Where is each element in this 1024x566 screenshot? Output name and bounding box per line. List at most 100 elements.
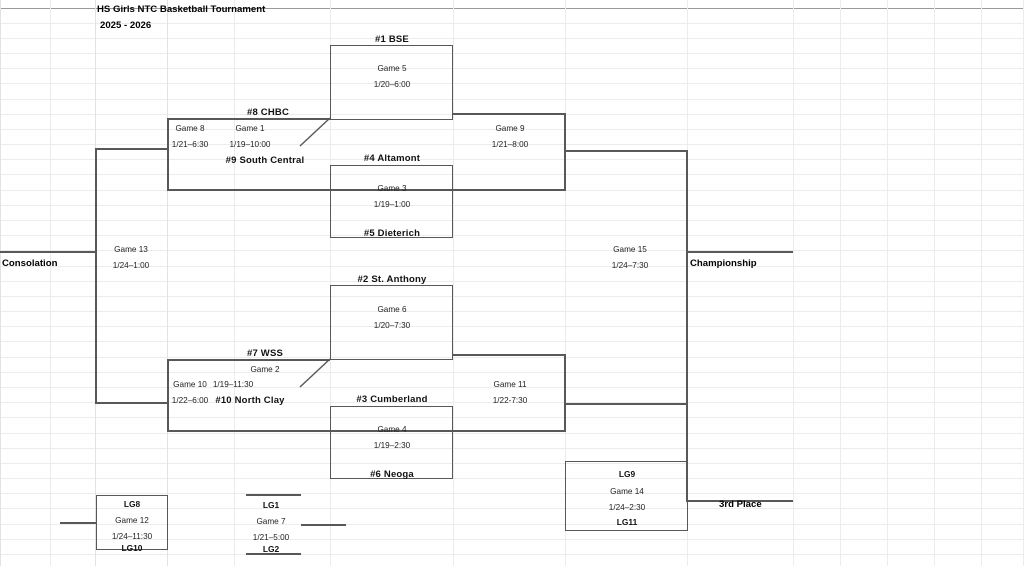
- game-12-time: 1/24–11:30: [111, 532, 153, 541]
- team-seed-8: #8 CHBC: [246, 107, 290, 118]
- game-15-name: Game 15: [613, 245, 647, 254]
- game-13-time: 1/24–1:00: [112, 261, 150, 270]
- lg2-underline: [246, 553, 301, 555]
- grid-column-line: [981, 0, 982, 566]
- team-seed-4: #4 Altamont: [363, 153, 421, 164]
- grid-row-line: [0, 296, 1024, 297]
- team-lg1: LG1: [262, 500, 280, 510]
- grid-row-line: [0, 463, 1024, 464]
- game-2-bracket-bottom: [167, 430, 453, 432]
- game-1-bracket-left: [167, 118, 169, 190]
- grid-row-line: [0, 174, 1024, 175]
- grid-row-line: [0, 524, 1024, 525]
- grid-row-line: [0, 493, 1024, 494]
- grid-row-line: [0, 387, 1024, 388]
- game-7-winner-stem: [301, 524, 346, 526]
- grid-row-line: [0, 99, 1024, 100]
- grid-row-line: [0, 372, 1024, 373]
- team-seed-10: #10 North Clay: [215, 395, 285, 406]
- championship-label: Championship: [690, 258, 757, 269]
- game-11-bracket-right: [564, 354, 566, 432]
- grid-column-line: [0, 0, 1, 566]
- grid-row-line: [0, 159, 1024, 160]
- grid-row-line: [0, 83, 1024, 84]
- grid-row-line: [0, 68, 1024, 69]
- team-seed-6: #6 Neoga: [370, 469, 414, 480]
- grid-column-line: [840, 0, 841, 566]
- grid-column-line: [793, 0, 794, 566]
- grid-column-line: [330, 0, 331, 566]
- third-place-stem: [688, 500, 793, 502]
- grid-row-line: [0, 311, 1024, 312]
- game-10-name: Game 10: [173, 380, 207, 389]
- game-1-name: Game 1: [235, 124, 265, 133]
- team-lg10: LG10: [121, 543, 143, 553]
- grid-row-line: [0, 235, 1024, 236]
- game-9-name: Game 9: [495, 124, 525, 133]
- grid-row-line: [0, 53, 1024, 54]
- grid-column-line: [234, 0, 235, 566]
- game-2-bracket-left: [167, 359, 169, 431]
- lg1-underline: [246, 494, 301, 496]
- game-6-box: [330, 285, 453, 360]
- game-7-time: 1/21–5:00: [252, 533, 290, 542]
- grid-column-line: [453, 0, 454, 566]
- game-3-box: [330, 165, 453, 238]
- team-seed-7: #7 WSS: [246, 348, 284, 359]
- game-6-name: Game 6: [377, 305, 407, 314]
- game-4-time: 1/19–2:30: [373, 441, 411, 450]
- consolation-label: Consolation: [2, 258, 58, 269]
- team-seed-3: #3 Cumberland: [356, 394, 428, 405]
- team-lg8: LG8: [123, 499, 141, 509]
- grid-row-line: [0, 448, 1024, 449]
- team-seed-5: #5 Dieterich: [363, 228, 421, 239]
- game-13-name: Game 13: [114, 245, 148, 254]
- game-7-name: Game 7: [256, 517, 286, 526]
- grid-row-line: [0, 281, 1024, 282]
- grid-column-line: [565, 0, 566, 566]
- consolation-stem: [0, 251, 96, 253]
- grid-row-line: [0, 220, 1024, 221]
- team-seed-2: #2 St. Anthony: [357, 274, 427, 285]
- grid-row-line: [0, 357, 1024, 358]
- championship-stem: [686, 251, 793, 253]
- team-seed-1: #1 BSE: [375, 34, 409, 45]
- game-9-bracket-bottom: [453, 189, 565, 191]
- championship-bracket-bottom: [564, 403, 687, 405]
- championship-bracket-top: [564, 150, 687, 152]
- grid-row-line: [0, 205, 1024, 206]
- game-4-name: Game 4: [377, 425, 407, 434]
- game-1-bracket-top: [167, 118, 330, 120]
- season-subtitle: 2025 - 2026: [100, 20, 152, 31]
- game-3-time: 1/19–1:00: [373, 200, 411, 209]
- game-15-time: 1/24–7:30: [611, 261, 649, 270]
- game-2-bracket-top: [167, 359, 330, 361]
- game-12-box: [96, 495, 168, 550]
- grid-row-line: [0, 144, 1024, 145]
- game-1-bracket-bottom: [167, 189, 453, 191]
- grid-row-line: [0, 266, 1024, 267]
- game-5-name: Game 5: [377, 64, 407, 73]
- team-lg11: LG11: [616, 517, 638, 527]
- game-5-time: 1/20–6:00: [373, 80, 411, 89]
- game-4-box: [330, 406, 453, 479]
- grid-row-line: [0, 433, 1024, 434]
- consolation-bracket-top: [95, 148, 168, 150]
- grid-column-line: [167, 0, 168, 566]
- grid-row-line: [0, 539, 1024, 540]
- game-10-time: 1/22–6:00: [171, 396, 209, 405]
- grid-row-line: [0, 417, 1024, 418]
- game-9-time: 1/21–8:00: [491, 140, 529, 149]
- game-1-time: 1/19–10:00: [229, 140, 271, 149]
- page-title: HS Girls NTC Basketball Tournament: [97, 4, 266, 15]
- grid-row-line: [0, 8, 1024, 9]
- grid-row-line: [0, 402, 1024, 403]
- game-12-name: Game 12: [115, 516, 149, 525]
- game-14-box: [565, 461, 688, 531]
- consolation-bracket-bottom: [95, 402, 168, 404]
- game-11-time: 1/22-7:30: [492, 396, 528, 405]
- game-9-bracket-top: [453, 113, 565, 115]
- grid-row-line: [0, 341, 1024, 342]
- game-8-name: Game 8: [175, 124, 205, 133]
